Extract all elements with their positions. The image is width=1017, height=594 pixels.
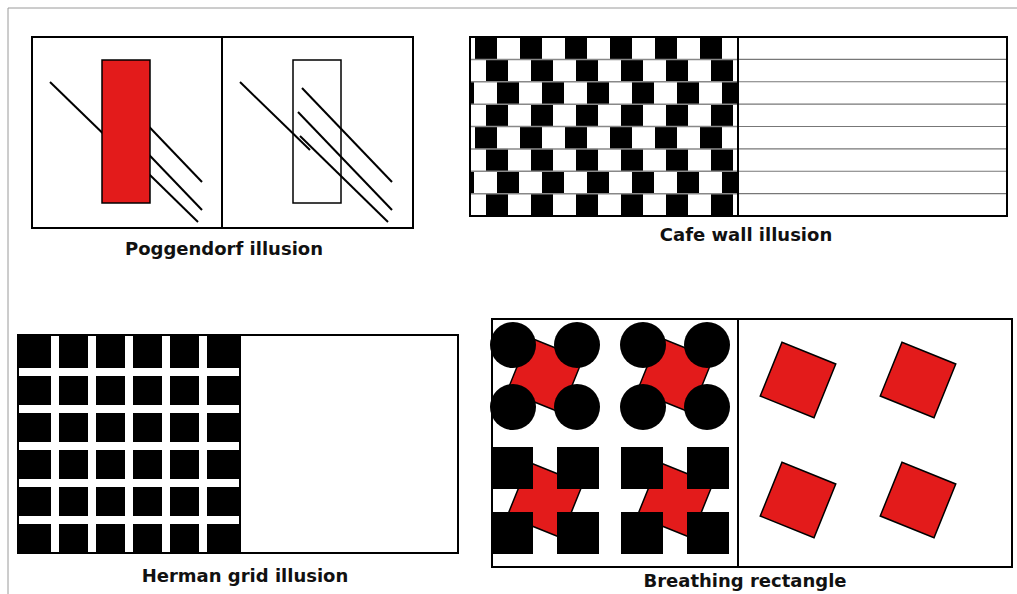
tile [621,194,643,216]
tile [576,194,598,216]
tile [711,149,733,171]
caption: Poggendorf illusion [125,239,323,259]
tile [655,37,677,59]
mortar-line [470,81,738,83]
plain-line [738,81,1007,82]
occluder-circle [554,384,600,430]
occluder-square [491,447,533,489]
tile [632,82,654,104]
tile [677,82,699,104]
tile [486,149,508,171]
occluder-circle [620,322,666,368]
tile [621,149,643,171]
tile [700,37,722,59]
occluder-square [557,512,599,554]
occluder-square [687,512,729,554]
tile [475,37,497,59]
tile [666,104,688,126]
plain-line [738,126,1007,127]
tile [565,127,587,149]
mortar-line [470,193,738,195]
tile [666,59,688,81]
tile [576,59,598,81]
red-square [880,342,956,418]
occluder-square [621,512,663,554]
tile [497,171,519,193]
occluder-circle [684,384,730,430]
grid-bar [18,516,240,524]
tile [486,59,508,81]
tile [711,104,733,126]
plain-line [738,193,1007,194]
plain-line [738,171,1007,172]
tile [722,82,738,104]
mortar-line [470,59,738,61]
tile [542,82,564,104]
red-square [760,462,836,538]
tile [711,194,733,216]
tile [497,82,519,104]
occluder-square [491,512,533,554]
occluder-circle [684,322,730,368]
tile [632,171,654,193]
occluder-square [557,447,599,489]
occluder-square [621,447,663,489]
tile [565,37,587,59]
tile [722,171,738,193]
tile [666,194,688,216]
occluder-circle [490,384,536,430]
mortar-line [470,148,738,150]
mortar-line [470,126,738,128]
tile [621,59,643,81]
tile [711,59,733,81]
tile [700,127,722,149]
red-square [880,462,956,538]
occluder-square [687,447,729,489]
mortar-line [470,103,738,105]
tile [666,149,688,171]
tile [587,82,609,104]
tile [520,127,542,149]
tile [531,59,553,81]
tile [531,104,553,126]
tile [677,171,699,193]
occluder-circle [490,322,536,368]
mortar-line [470,171,738,173]
tile [610,37,632,59]
tile [486,194,508,216]
tile [610,127,632,149]
tile [531,194,553,216]
tile [475,127,497,149]
tile [621,104,643,126]
caption: Herman grid illusion [142,566,349,586]
tile [576,104,598,126]
tile [576,149,598,171]
plain-line [738,59,1007,60]
tile [520,37,542,59]
plain-line [738,148,1007,149]
plain-line [738,104,1007,105]
tile [486,104,508,126]
tile [542,171,564,193]
red-square [760,342,836,418]
caption: Breathing rectangle [643,571,846,591]
caption: Cafe wall illusion [660,225,832,245]
tile [655,127,677,149]
tile [531,149,553,171]
occluder-circle [554,322,600,368]
occluder-circle [620,384,666,430]
tile [587,171,609,193]
